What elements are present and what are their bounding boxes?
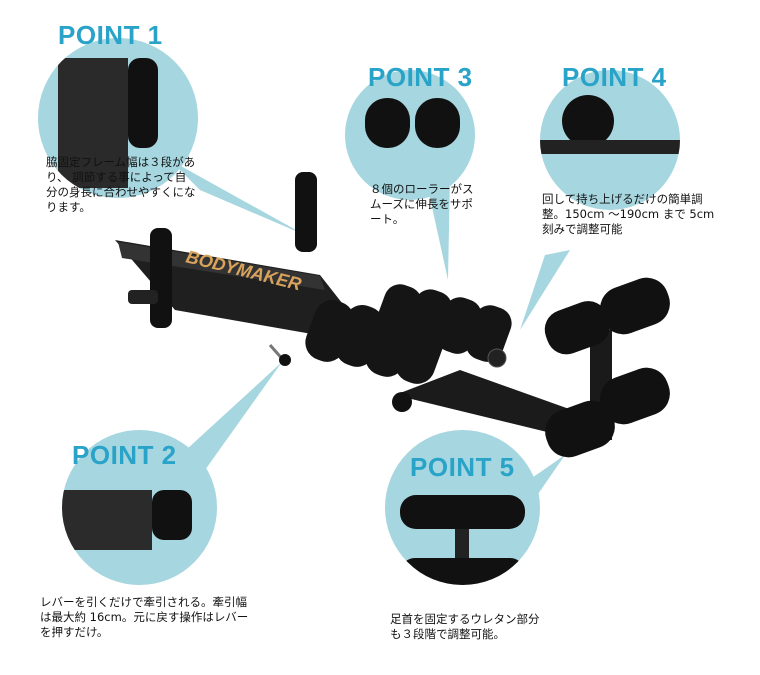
left-handle: [150, 228, 172, 328]
point-5-title: POINT 5: [410, 452, 515, 482]
point-3-title: POINT 3: [368, 62, 473, 92]
point-3-roller-right: [415, 98, 460, 148]
point-1-frame: [58, 58, 128, 188]
point-2-pad: [62, 490, 152, 550]
pointer-1: [170, 160, 305, 235]
frame-foot: [392, 392, 412, 412]
adjust-knob: [487, 348, 507, 368]
roller-group: [305, 284, 512, 384]
left-foot: [128, 290, 158, 304]
point-4-rail: [540, 140, 680, 154]
lever-knob: [279, 354, 291, 366]
point-5-description: 足首を固定するウレタン部分も３段階で調整可能。: [390, 612, 540, 641]
pointer-2: [175, 362, 282, 470]
pointer-4: [520, 250, 570, 330]
point-5-roller-bottom: [400, 558, 525, 585]
foot-roller-bottom-left: [545, 400, 615, 458]
point-4-knob: [562, 95, 614, 147]
foot-roller-top-right: [600, 277, 670, 335]
point-1-title: POINT 1: [58, 20, 163, 50]
point-4-title: POINT 4: [562, 62, 667, 92]
point-1-circle: [38, 38, 198, 198]
foot-roller-top-left: [544, 301, 610, 355]
point-4-circle: [540, 70, 680, 210]
point-5-circle: [385, 430, 540, 585]
point-3-roller-left: [365, 98, 410, 148]
point-2-circle: [62, 430, 217, 585]
point-1-description: 脇固定フレーム幅は３段があり、 調節する事によって自分の身長に合わせやすくになり…: [46, 155, 196, 214]
point-2-roller: [152, 490, 192, 540]
right-handle: [295, 172, 317, 252]
point-2-description: レバーを引くだけで牽引される。牽引幅は最大約 16cm。元に戻す操作はレバーを押…: [40, 595, 249, 639]
point-3-circle: [345, 70, 475, 200]
foot-roller-bottom-right: [600, 367, 670, 425]
point-2-title: POINT 2: [72, 440, 177, 470]
point-5-roller-top: [400, 495, 525, 529]
pointer-3: [425, 175, 450, 280]
point-1-handle: [128, 58, 158, 148]
point-4-description: 回して持ち上げるだけの簡単調整。150cm ～190cm まで 5cm 刻みで調…: [542, 192, 715, 236]
point-3-description: ８個のローラーがスムーズに伸長をサポート。: [370, 182, 474, 226]
